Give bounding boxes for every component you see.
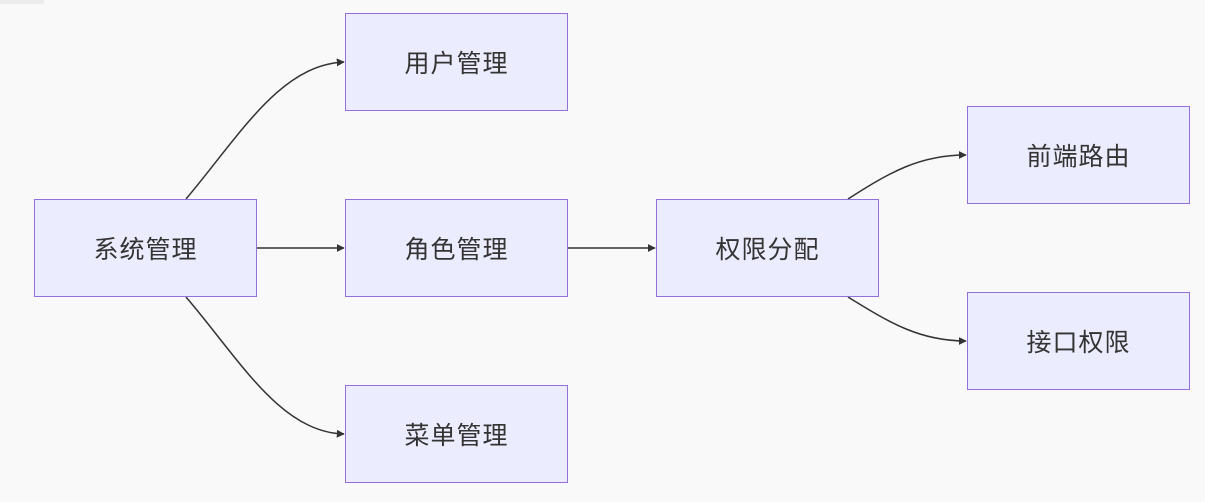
corner-tab (0, 0, 44, 4)
edge-perm-to-frontend (847, 151, 967, 200)
node-label: 权限分配 (715, 235, 820, 264)
node-label: 系统管理 (93, 235, 198, 264)
node-role-management: 角色管理 (345, 199, 568, 297)
edge-system-to-menu (185, 296, 345, 438)
node-permission-assignment: 权限分配 (656, 199, 879, 297)
edge-perm-to-api (847, 296, 967, 345)
node-label: 菜单管理 (404, 421, 509, 450)
node-system-management: 系统管理 (34, 199, 257, 297)
node-frontend-routing: 前端路由 (967, 106, 1190, 204)
node-api-permission: 接口权限 (967, 292, 1190, 390)
node-label: 前端路由 (1026, 142, 1131, 171)
node-menu-management: 菜单管理 (345, 385, 568, 483)
node-user-management: 用户管理 (345, 13, 568, 111)
edge-system-to-user (185, 58, 345, 200)
node-label: 接口权限 (1026, 328, 1131, 357)
node-label: 用户管理 (404, 49, 509, 78)
node-label: 角色管理 (404, 235, 509, 264)
